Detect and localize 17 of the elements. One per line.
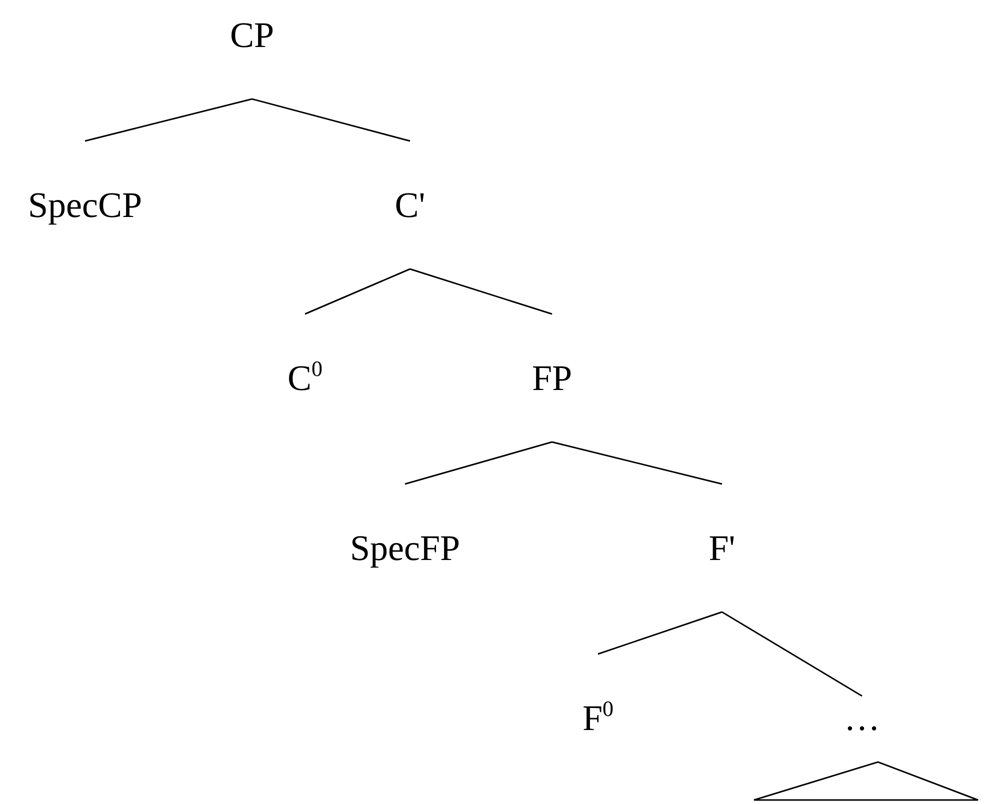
node-label: CP (230, 17, 274, 53)
node-label: SpecCP (28, 187, 142, 223)
node-label: FP (532, 360, 572, 396)
tree-branch-line (404, 441, 552, 485)
tree-branch-line (304, 268, 410, 315)
tree-branch-line (84, 98, 252, 142)
tree-branch-line (552, 441, 722, 485)
node-label: C' (394, 187, 426, 223)
node-label: C$^{0}$ (288, 360, 322, 396)
node-label: F$^{0}$ (582, 700, 614, 736)
tree-branch-line (722, 611, 862, 697)
tree-branch-line (252, 98, 410, 142)
tree-branch-line (410, 268, 552, 315)
tree-branch-line (598, 611, 722, 655)
node-label: F' (708, 530, 736, 566)
node-label: … (844, 700, 880, 736)
node-label: SpecFP (350, 530, 460, 566)
